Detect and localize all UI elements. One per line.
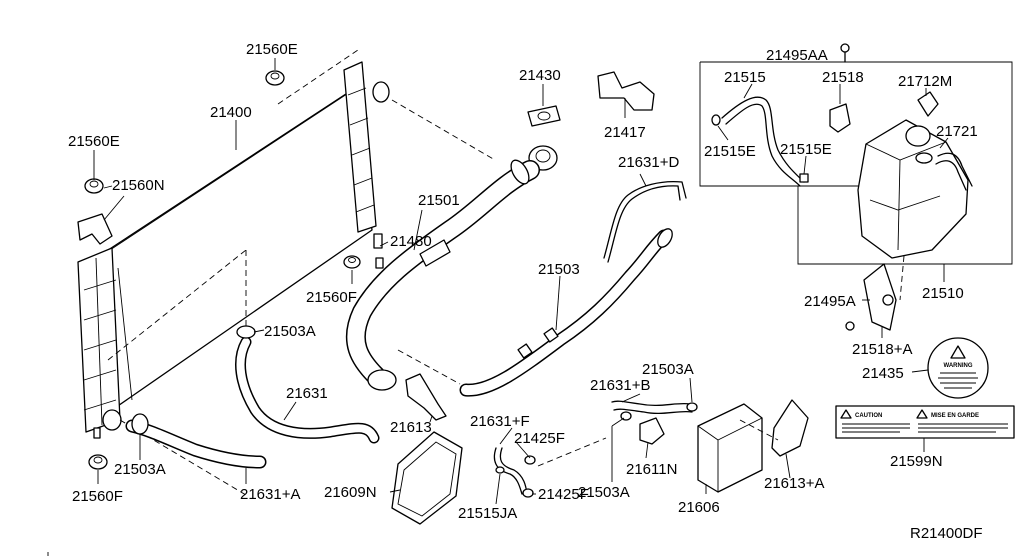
callout-21510: 21510 [922,285,964,302]
caution-word: CAUTION [855,413,882,419]
clip-21515JA [495,466,505,474]
mount-insulator-21560E-top [265,70,285,86]
callout-21425F-low: 21425F [538,486,589,503]
callout-21417: 21417 [604,124,646,141]
callout-21613: 21613 [390,419,432,436]
hose-21503 [459,228,673,397]
bracket-21613 [405,373,447,421]
reservoir-tank-21510 [857,119,969,259]
clip-21425F-top [524,455,536,465]
callout-21495AA: 21495AA [766,47,828,64]
mount-insulator-21560E-left [84,178,104,194]
callout-21503A-mid: 21503A [264,323,316,340]
hose-21631D [603,180,687,263]
callout-21515E-left: 21515E [704,143,756,160]
lower-hose-21631A [125,419,267,469]
callout-21606: 21606 [678,499,720,516]
bracket-21560N [77,213,113,245]
shroud-21609N [391,431,463,525]
valve-21611N [639,417,665,445]
callout-21613A: 21613+A [764,475,824,492]
callout-21430: 21430 [519,67,561,84]
callout-21400: 21400 [210,104,252,121]
hose-21631B [611,400,693,415]
bolt-21495A [845,321,855,331]
callout-21503A-low: 21503A [114,461,166,478]
diagram-reference-code: R21400DF [910,525,983,542]
hose-21515 [721,96,805,187]
clamp-21503A-mid [236,325,256,339]
bracket-21417 [597,71,655,111]
cap-21712M [917,91,939,117]
clip-21515E-right [799,173,809,183]
clip-21515E-left [711,114,721,126]
callout-21560F-mid: 21560F [306,289,357,306]
hose-21631 [235,336,380,444]
clamp-21503A-right [686,402,698,412]
warning-word: WARNING [944,363,973,369]
callout-21435: 21435 [862,365,904,382]
callout-21560N: 21560N [112,177,165,194]
reservoir-group-box [699,61,1013,265]
mount-insulator-21560F-mid [343,255,361,269]
callout-21515: 21515 [724,69,766,86]
warning-label-21435: WARNING [927,337,989,399]
callout-21495A: 21495A [804,293,856,310]
callout-21631D: 21631+D [618,154,679,171]
sensor-21518 [829,103,851,133]
callout-21425F-top: 21425F [514,430,565,447]
mise-en-garde-word: MISE EN GARDE [931,413,979,419]
tank-21606 [697,403,763,493]
callout-21560E-top: 21560E [246,41,298,58]
callout-21631B: 21631+B [590,377,650,394]
callout-21631: 21631 [286,385,328,402]
callout-21480: 21480 [390,233,432,250]
callout-21518A: 21518+A [852,341,912,358]
upper-hose-21501 [345,159,540,391]
radiator-cap-21430 [527,105,561,127]
bracket-21613A [771,399,809,457]
callout-21721: 21721 [936,123,978,140]
clamp-21503A-low [131,413,149,435]
radiator-21400 [77,61,390,439]
callout-21503A-right: 21503A [642,361,694,378]
hose-21631F [493,447,528,495]
callout-labels: 21560E 21400 21560E 21560N 21430 21417 2… [68,41,978,522]
callout-21560F-low: 21560F [72,488,123,505]
drain-cock-21480 [373,233,384,269]
bracket-21518A [863,263,897,331]
callout-21631F: 21631+F [470,413,530,430]
callout-21712M: 21712M [898,73,952,90]
mount-insulator-21560F-low [88,454,108,470]
callout-21560E-left: 21560E [68,133,120,150]
callout-21609N: 21609N [324,484,377,501]
callout-21518: 21518 [822,69,864,86]
callout-21503A-lower: 21503A [578,484,630,501]
callout-21611N: 21611N [626,461,677,478]
callout-21599N: 21599N [890,453,943,470]
clip-21425F-low [522,488,534,498]
callout-21631A: 21631+A [240,486,300,503]
leader-lines [93,58,949,505]
callout-21501: 21501 [418,192,460,209]
hose-21721 [915,152,973,191]
callout-21515JA: 21515JA [458,505,517,522]
callout-21503: 21503 [538,261,580,278]
callout-21515E-right: 21515E [780,141,832,158]
caution-label-21599N: CAUTION MISE EN GARDE [835,405,1015,439]
